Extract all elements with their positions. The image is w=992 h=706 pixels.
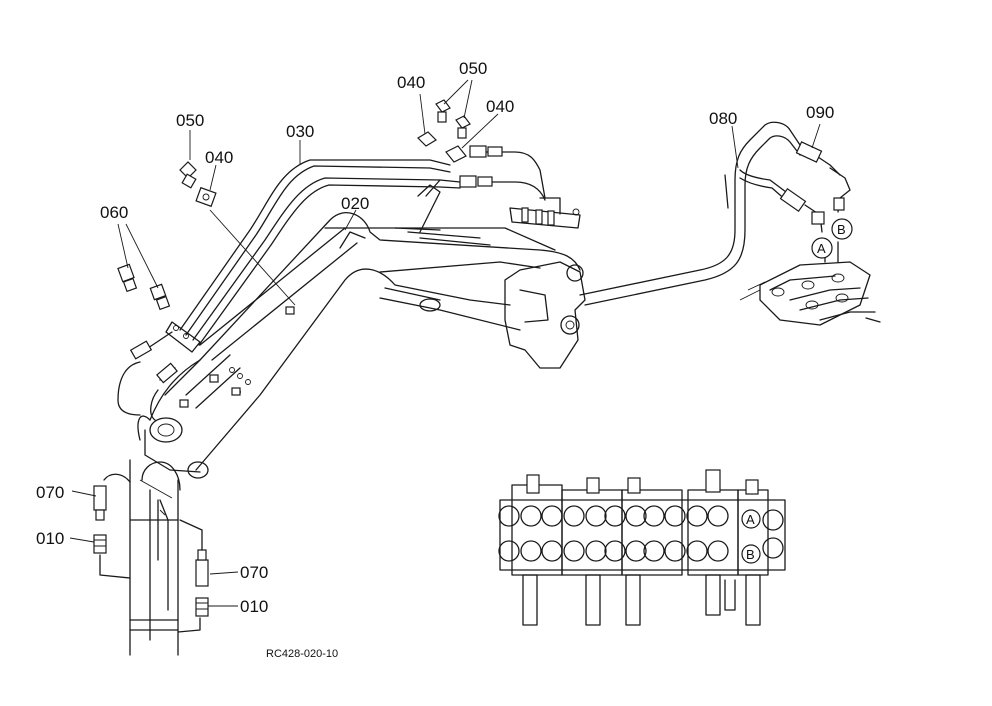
boom-assembly: [129, 212, 586, 656]
callout-080: 080: [709, 109, 737, 128]
port-a-valve: A: [746, 512, 755, 527]
callout-050-left: 050: [176, 111, 204, 130]
port-markers: A B A B: [741, 218, 853, 564]
callout-040-top: 040: [397, 73, 425, 92]
callout-090: 090: [806, 103, 834, 122]
callout-070-right: 070: [240, 563, 268, 582]
callout-020: 020: [341, 194, 369, 213]
control-valve-small: [739, 241, 881, 326]
callout-010-right: 010: [240, 597, 268, 616]
control-valve-large: [498, 469, 786, 626]
callout-070-left: 070: [36, 483, 64, 502]
pipe-020: [192, 177, 461, 346]
pipe-080: [579, 121, 801, 306]
port-b-valve: B: [746, 547, 755, 562]
callout-040-top-right: 040: [486, 97, 514, 116]
fittings-top: [394, 99, 491, 246]
callout-labels: 050 040 030 020 060 040 050 040 080 090 …: [36, 59, 834, 616]
callout-030: 030: [286, 122, 314, 141]
fittings-left: [117, 161, 217, 421]
callout-040-left: 040: [205, 148, 233, 167]
callout-010-left: 010: [36, 529, 64, 548]
callout-050-top: 050: [459, 59, 487, 78]
port-a-top: A: [817, 241, 826, 256]
pipe-030: [179, 159, 451, 336]
fittings-bottom: [93, 473, 209, 633]
pipe-right-hoses: [459, 145, 581, 229]
pipe-090: [779, 141, 851, 233]
port-b-top: B: [837, 222, 846, 237]
leader-lines: [69, 79, 821, 607]
drawing-code: RC428-020-10: [266, 648, 338, 660]
callout-060: 060: [100, 203, 128, 222]
